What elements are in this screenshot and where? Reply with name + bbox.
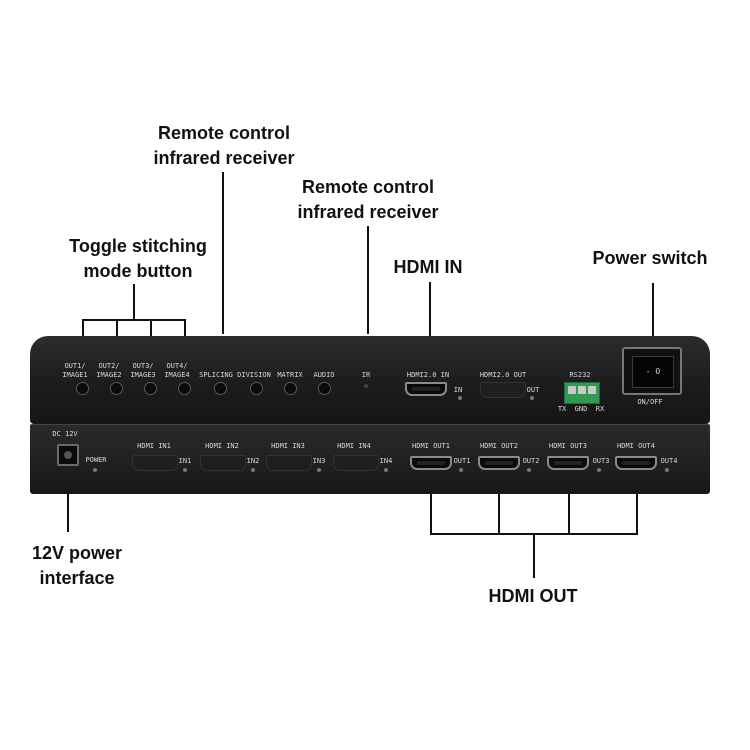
hdmi-out1-label: HDMI OUT1 xyxy=(412,442,450,450)
bracket-toggle-tick-1 xyxy=(82,319,84,337)
hdmi-in2-port[interactable] xyxy=(200,455,246,471)
button-label-out2: OUT2/ IMAGE2 xyxy=(96,362,122,379)
rs232-terminal[interactable] xyxy=(564,382,600,404)
hdmi-out3-led xyxy=(597,468,601,472)
rs232-screw-rx xyxy=(588,386,596,394)
leader-line-hdmi-in xyxy=(429,282,431,356)
hdmi-in3-label: HDMI IN3 xyxy=(271,442,305,450)
bracket-toggle-tick-2 xyxy=(116,319,118,337)
hdmi-out4-led xyxy=(665,468,669,472)
hdmi-in2-side-label: IN2 xyxy=(246,457,260,465)
power-led-label: POWER xyxy=(85,456,107,464)
callout-power-interface: 12V power interface xyxy=(31,543,123,588)
hdmi-in1-side-label: IN1 xyxy=(178,457,192,465)
hdmi-out2-port[interactable] xyxy=(478,456,520,470)
rs232-screw-gnd xyxy=(578,386,586,394)
hdmi-out2-label: HDMI OUT2 xyxy=(480,442,518,450)
hdmi-out1-led xyxy=(459,468,463,472)
callout-remote-ir-1: Remote control infrared receiver xyxy=(153,123,295,168)
device-front-panel xyxy=(30,336,710,424)
button-label-division: DIVISION xyxy=(237,371,271,379)
callout-power-switch: Power switch xyxy=(592,248,708,268)
out2-image2-button[interactable] xyxy=(110,382,123,395)
button-label-out1: OUT1/ IMAGE1 xyxy=(62,362,88,379)
ir-label: IR xyxy=(361,371,371,379)
bracket-toggle xyxy=(82,319,186,321)
division-button[interactable] xyxy=(250,382,263,395)
hdmi-out2-side-label: OUT2 xyxy=(522,457,540,465)
callout-remote-ir-2: Remote control infrared receiver xyxy=(297,177,439,222)
hdmi-out3-label: HDMI OUT3 xyxy=(549,442,587,450)
hdmi-out3-side-label: OUT3 xyxy=(592,457,610,465)
button-label-matrix: MATRIX xyxy=(277,371,303,379)
leader-line-ir-1 xyxy=(222,172,224,334)
hdmi-out1-port[interactable] xyxy=(410,456,452,470)
audio-button[interactable] xyxy=(318,382,331,395)
leader-line-hdmi-out xyxy=(533,533,535,578)
hdmi-in1-port[interactable] xyxy=(132,455,178,471)
leader-line-ir-2 xyxy=(367,226,369,334)
button-label-out3: OUT3/ IMAGE3 xyxy=(130,362,156,379)
callout-toggle-button: Toggle stitching mode button xyxy=(69,236,207,281)
hdmi-in1-label: HDMI IN1 xyxy=(137,442,171,450)
hdmi20-out-side-label: OUT xyxy=(526,386,540,394)
bracket-toggle-tick-4 xyxy=(184,319,186,337)
dc-label: DC 12V xyxy=(52,430,78,438)
hdmi-in2-label: HDMI IN2 xyxy=(205,442,239,450)
rs232-label: RS232 xyxy=(569,371,591,379)
power-switch[interactable]: - O xyxy=(622,347,682,395)
power-switch-marks: - O xyxy=(645,367,661,376)
hdmi-in2-led xyxy=(251,468,255,472)
power-switch-rocker: - O xyxy=(632,356,674,388)
hdmi-in3-led xyxy=(317,468,321,472)
button-label-splicing: SPLICING xyxy=(199,371,233,379)
power-led xyxy=(93,468,97,472)
hdmi-out2-led xyxy=(527,468,531,472)
hdmi20-in-led xyxy=(458,396,462,400)
out3-image3-button[interactable] xyxy=(144,382,157,395)
bracket-toggle-tick-3 xyxy=(150,319,152,337)
hdmi-in3-side-label: IN3 xyxy=(312,457,326,465)
hdmi20-out-led xyxy=(530,396,534,400)
hdmi-in4-port[interactable] xyxy=(333,455,379,471)
hdmi-out4-port[interactable] xyxy=(615,456,657,470)
hdmi-in4-led xyxy=(384,468,388,472)
hdmi20-out-port[interactable] xyxy=(480,382,526,398)
hdmi-in1-led xyxy=(183,468,187,472)
bracket-hdmi-out-tick-4 xyxy=(636,476,638,534)
out1-image1-button[interactable] xyxy=(76,382,89,395)
leader-line-power-switch xyxy=(652,283,654,347)
button-label-audio: AUDIO xyxy=(313,371,335,379)
matrix-button[interactable] xyxy=(284,382,297,395)
hdmi-in4-label: HDMI IN4 xyxy=(337,442,371,450)
hdmi20-in-side-label: IN xyxy=(453,386,463,394)
bracket-hdmi-out-tick-3 xyxy=(568,476,570,534)
callout-hdmi-out: HDMI OUT xyxy=(488,586,578,606)
hdmi20-in-port[interactable] xyxy=(405,382,447,396)
hdmi20-in-label: HDMI2.0 IN xyxy=(406,371,450,379)
dc-power-jack[interactable] xyxy=(57,444,79,466)
switch-label: ON/OFF xyxy=(637,398,663,406)
leader-line-toggle xyxy=(133,284,135,320)
hdmi20-out-label: HDMI2.0 OUT xyxy=(479,371,527,379)
hdmi-in4-side-label: IN4 xyxy=(379,457,393,465)
hdmi-out1-side-label: OUT1 xyxy=(453,457,471,465)
out4-image4-button[interactable] xyxy=(178,382,191,395)
leader-line-power-interface xyxy=(67,470,69,532)
hdmi-out4-label: HDMI OUT4 xyxy=(617,442,655,450)
rs232-pins-label: TX GND RX xyxy=(557,405,605,413)
ir-receiver xyxy=(364,384,368,388)
button-label-out4: OUT4/ IMAGE4 xyxy=(164,362,190,379)
rs232-screw-tx xyxy=(568,386,576,394)
hdmi-out4-side-label: OUT4 xyxy=(660,457,678,465)
splicing-button[interactable] xyxy=(214,382,227,395)
callout-hdmi-in: HDMI IN xyxy=(393,257,463,277)
bracket-hdmi-out-tick-1 xyxy=(430,476,432,534)
bracket-hdmi-out-tick-2 xyxy=(498,476,500,534)
hdmi-out3-port[interactable] xyxy=(547,456,589,470)
hdmi-in3-port[interactable] xyxy=(266,455,312,471)
